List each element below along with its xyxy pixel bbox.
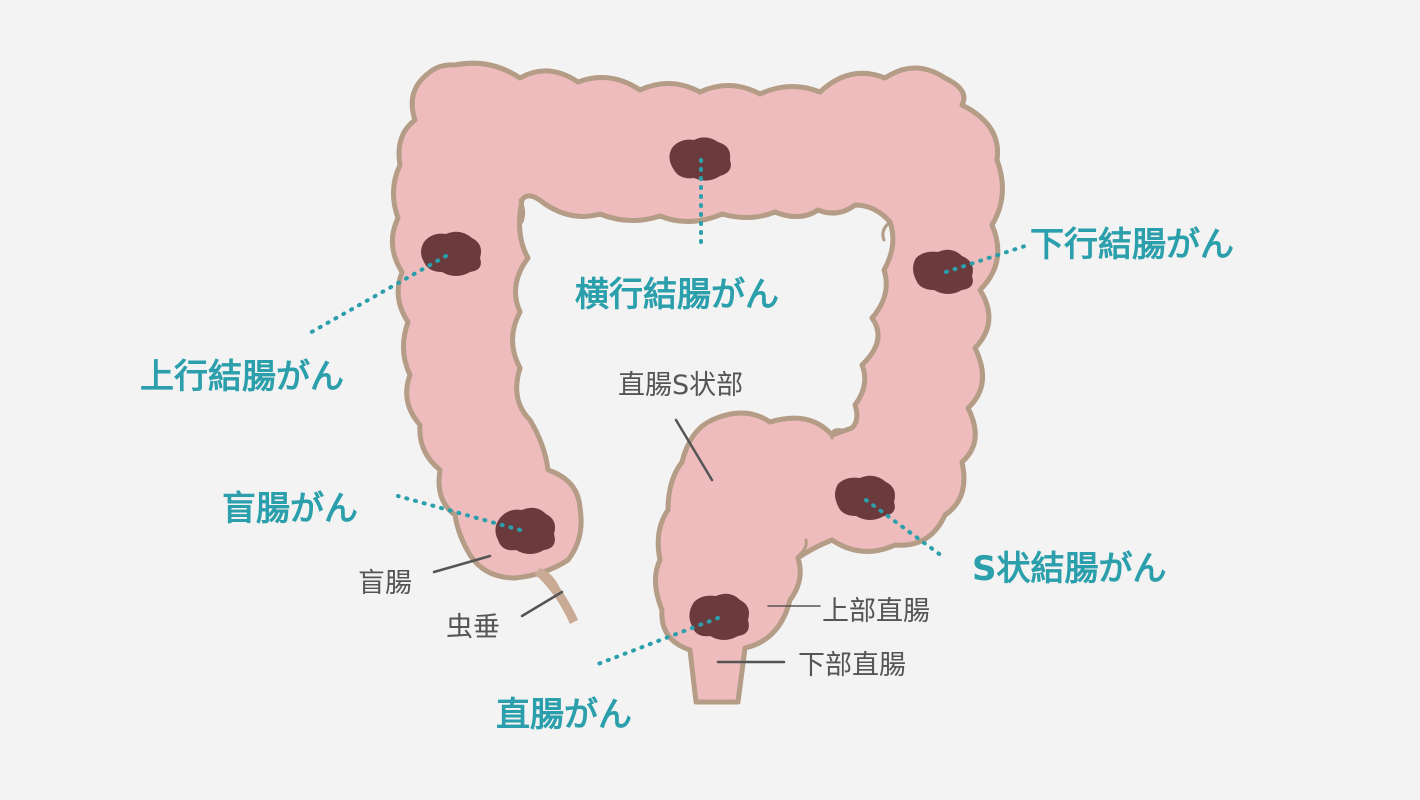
leader-ascending [306, 254, 448, 336]
leader-rectosigmoid [674, 418, 714, 482]
label-ascending-colon-cancer: 上行結腸がん [140, 357, 344, 397]
label-cecum: 盲腸 [358, 568, 412, 599]
label-upper-rectum: 上部直腸 [822, 596, 930, 627]
tumor-ascending [421, 231, 481, 276]
leader-rectum [596, 616, 720, 666]
label-rectum-cancer: 直腸がん [496, 695, 632, 735]
leader-part-cecum [432, 554, 492, 574]
tumor-descending [913, 249, 973, 294]
label-transverse-colon-cancer: 横行結腸がん [575, 275, 779, 315]
label-lower-rectum: 下部直腸 [798, 650, 906, 681]
tumor-cecum [495, 507, 555, 554]
leader-part-appendix [520, 590, 564, 618]
leader-sigmoid [864, 498, 944, 558]
label-cecum-cancer: 盲腸がん [222, 489, 358, 529]
label-sigmoid-colon-cancer: S状結腸がん [972, 549, 1167, 589]
label-appendix: 虫垂 [446, 612, 500, 643]
label-rectosigmoid: 直腸S状部 [618, 370, 743, 401]
colon-fold-lines [518, 198, 892, 558]
leader-cecum [396, 494, 522, 532]
label-descending-colon-cancer: 下行結腸がん [1030, 225, 1234, 265]
